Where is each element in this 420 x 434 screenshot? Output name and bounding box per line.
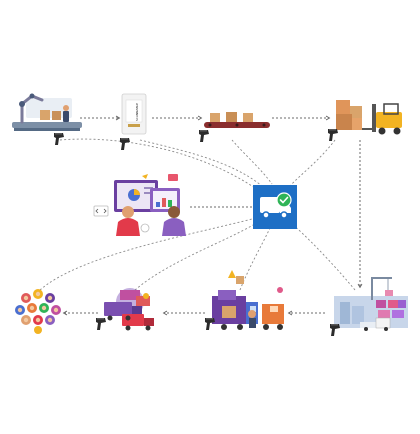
hub-link-distribution bbox=[289, 221, 356, 291]
cargo-trucks-icon bbox=[104, 288, 154, 331]
node-hub bbox=[253, 185, 297, 229]
node-shipping bbox=[96, 288, 154, 331]
warehouse-crane-icon bbox=[334, 277, 408, 331]
forklift-boxes-icon bbox=[336, 100, 402, 135]
scanner-icon bbox=[120, 138, 130, 150]
node-distribution-center bbox=[330, 277, 408, 336]
factory-robot-arm-icon bbox=[12, 93, 82, 131]
scanner-icon bbox=[328, 129, 338, 141]
node-delivery bbox=[205, 270, 284, 330]
node-conveyor bbox=[199, 112, 270, 142]
delivery-truck-check-icon bbox=[253, 185, 297, 229]
node-labeling: SCANNABLE bbox=[120, 93, 147, 150]
delivery-truck-icon bbox=[212, 270, 284, 330]
scanner-icon bbox=[96, 318, 106, 330]
label-printer-icon: SCANNABLE bbox=[121, 93, 147, 135]
label-text: SCANNABLE bbox=[135, 103, 139, 121]
hub-link-conveyor bbox=[231, 139, 273, 185]
node-customers bbox=[15, 289, 61, 334]
hub-link-delivery bbox=[239, 227, 271, 291]
node-warehouse-loading bbox=[328, 100, 402, 141]
node-collaboration bbox=[93, 174, 186, 236]
hub-link-warehouse bbox=[289, 139, 336, 187]
hub-link-customers bbox=[39, 217, 257, 291]
connectors bbox=[62, 115, 363, 316]
team-dashboard-icon bbox=[93, 174, 186, 236]
customer-group-icon bbox=[15, 289, 61, 334]
hub-link-labeling bbox=[139, 139, 263, 187]
node-manufacturing bbox=[12, 93, 82, 145]
scanner-icon bbox=[199, 130, 209, 142]
scanner-icon bbox=[330, 324, 340, 336]
hub-link-manufacturing bbox=[59, 138, 259, 191]
hub-links bbox=[39, 138, 356, 291]
scanner-icon bbox=[54, 133, 64, 145]
conveyor-boxes-icon bbox=[204, 112, 270, 128]
